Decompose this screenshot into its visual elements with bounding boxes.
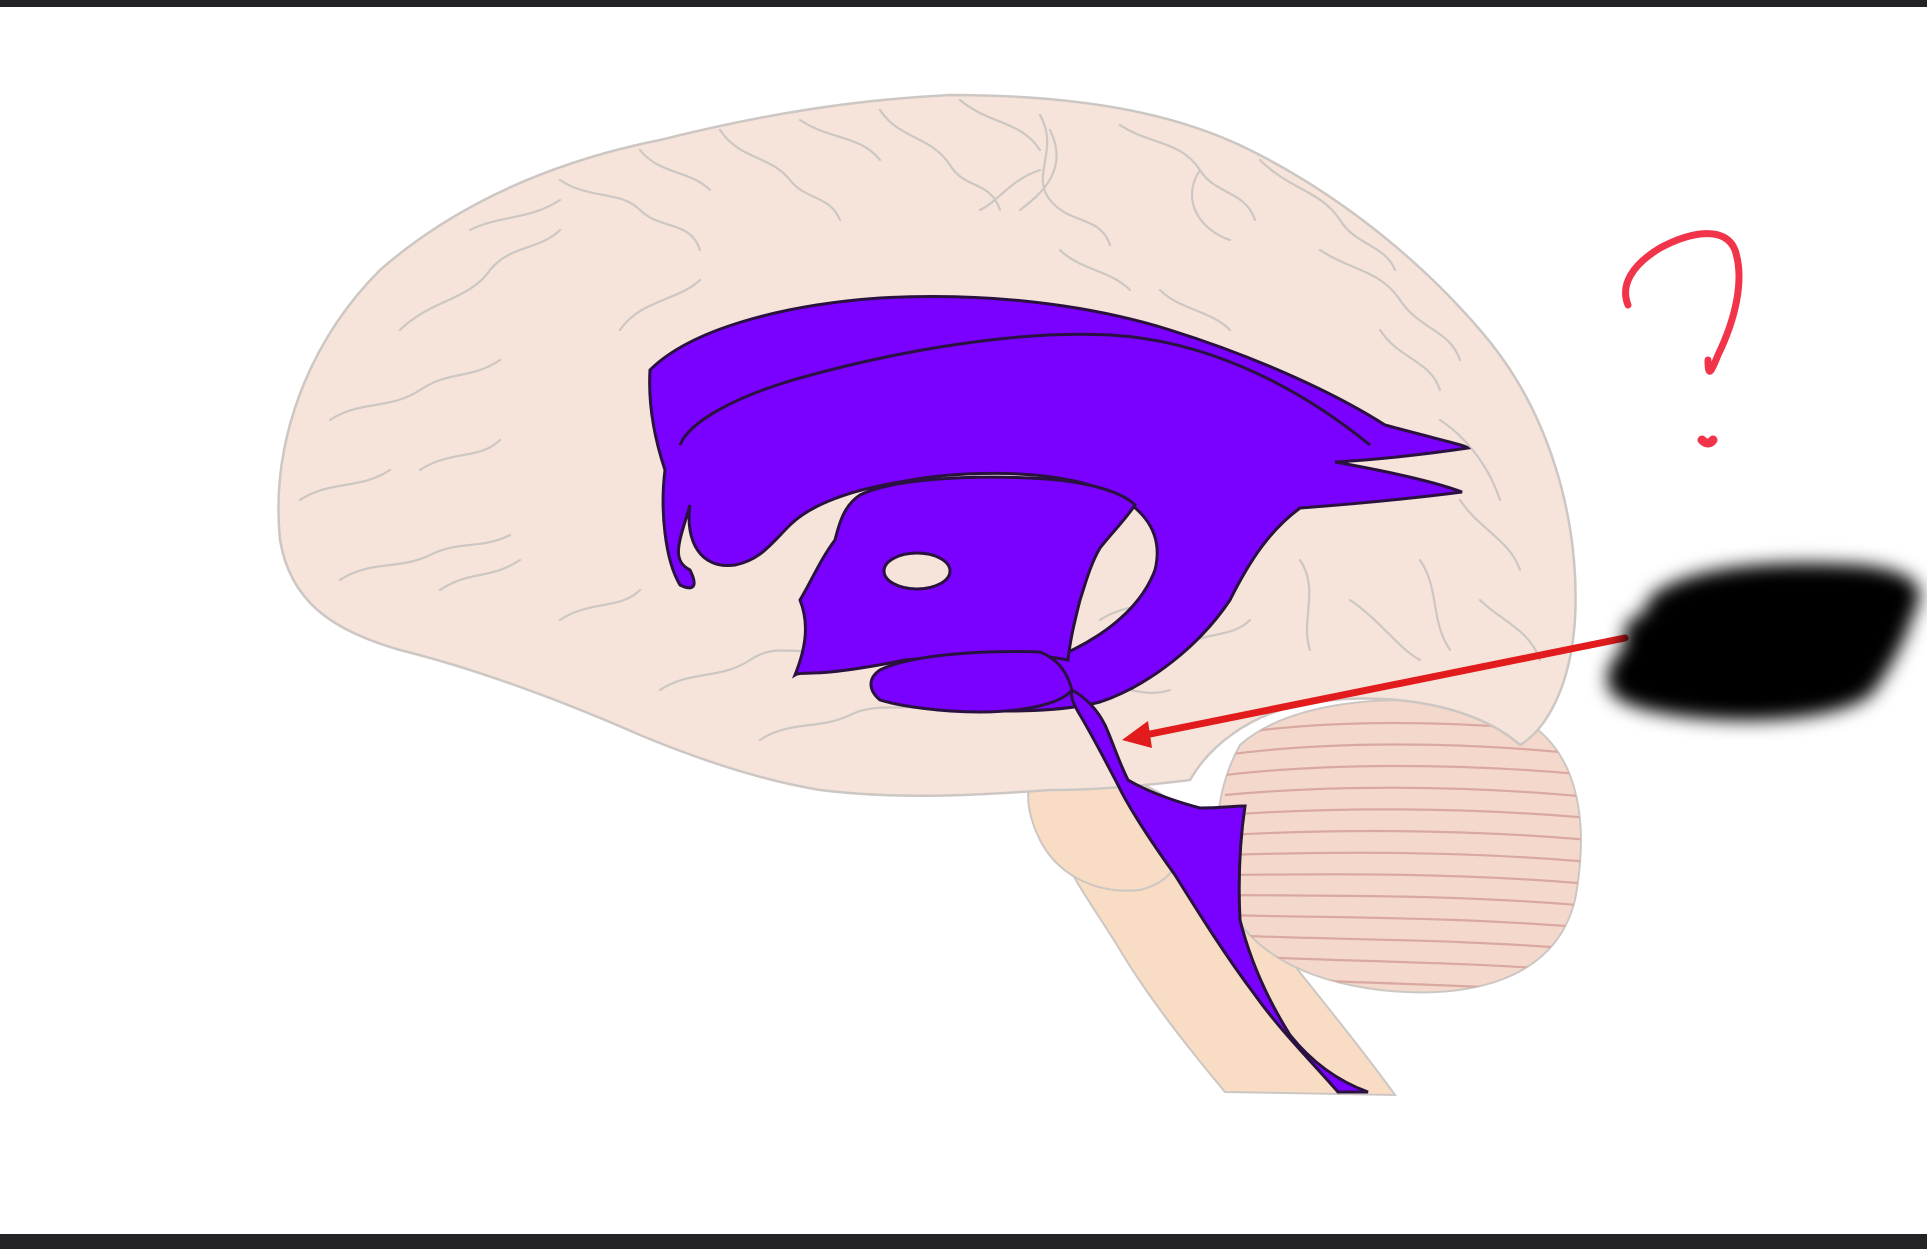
- interthalamic-adhesion: [882, 551, 952, 591]
- pointer-arrowhead: [1122, 721, 1152, 748]
- question-mark-dot: [1697, 435, 1718, 448]
- redaction-smudge: [1607, 563, 1920, 721]
- pointer-arrow-shaft: [1131, 634, 1629, 741]
- temporal-horn: [869, 650, 1074, 714]
- aqueduct-fourth-ventricle: [1070, 687, 1369, 1094]
- top-frame-bar: [0, 0, 1927, 7]
- question-mark-curve: [1622, 230, 1743, 375]
- bottom-frame-bar: [0, 1234, 1927, 1249]
- cerebellum-folia: [1224, 721, 1581, 993]
- ventricular-system: [648, 295, 1472, 1094]
- ventricle-ridge: [678, 332, 1371, 447]
- question-mark-annotation: [1622, 230, 1743, 448]
- pointer-arrow: [1122, 634, 1629, 748]
